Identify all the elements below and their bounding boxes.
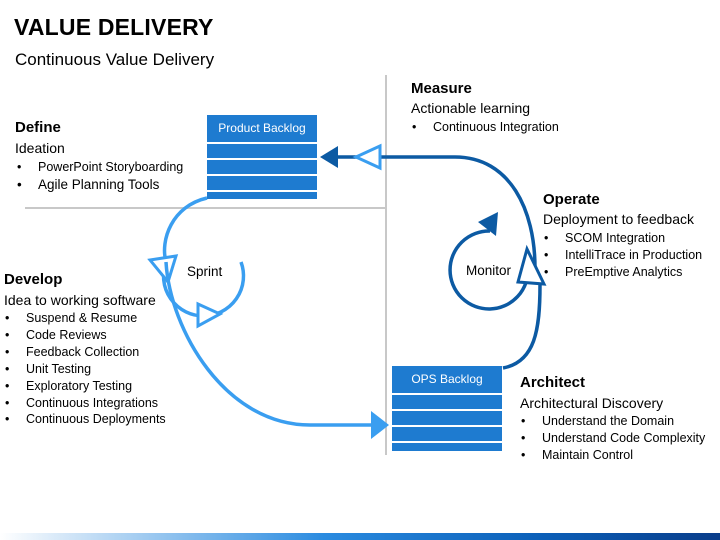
measure-arrow-icon (352, 143, 382, 171)
monitor-arrow-icon (516, 244, 547, 286)
monitor-loop (448, 229, 530, 311)
list-item: Code Reviews (4, 327, 166, 344)
monitor-label: Monitor (466, 263, 512, 278)
ops-to-monitor-line (502, 284, 542, 370)
list-item: Suspend & Resume (4, 310, 166, 327)
backlog-row-divider (392, 393, 502, 395)
backlog-row-divider (392, 425, 502, 427)
product-backlog: Product Backlog (207, 115, 317, 199)
list-item: Maintain Control (520, 447, 705, 464)
sprint-loop-arrow-icon (196, 301, 224, 329)
backlog-to-sprint-line (162, 196, 208, 263)
operate-list: SCOM Integration IntelliTrace in Product… (543, 230, 702, 281)
sprint-arrow-icon (147, 254, 179, 286)
list-item: SCOM Integration (543, 230, 702, 247)
ops-backlog-label: OPS Backlog (411, 372, 483, 386)
list-item: PowerPoint Storyboarding (16, 158, 183, 176)
measure-title: Measure (411, 80, 472, 97)
develop-to-ops-line (164, 261, 373, 427)
list-item: PreEmptive Analytics (543, 264, 702, 281)
define-list: PowerPoint Storyboarding Agile Planning … (16, 158, 183, 194)
architect-list: Understand the Domain Understand Code Co… (520, 413, 705, 464)
product-backlog-label: Product Backlog (218, 121, 306, 135)
monitor-loop-arrow-icon (478, 212, 498, 236)
list-item: Feedback Collection (4, 344, 166, 361)
backlog-row-divider (392, 441, 502, 443)
develop-subtitle: Idea to working software (4, 292, 156, 308)
ops-backlog: OPS Backlog (392, 366, 502, 451)
backlog-row-divider (207, 158, 317, 160)
list-item: Agile Planning Tools (16, 176, 183, 194)
sprint-label: Sprint (187, 264, 223, 279)
feedback-flow-line (386, 155, 537, 269)
list-item: Understand Code Complexity (520, 430, 705, 447)
list-item: Continuous Integrations (4, 395, 166, 412)
backlog-row-divider (392, 409, 502, 411)
architect-title: Architect (520, 374, 586, 391)
arrow-into-product-backlog-icon (320, 146, 338, 168)
arrow-into-ops-backlog-icon (371, 411, 389, 439)
develop-title: Develop (4, 271, 63, 288)
list-item: Exploratory Testing (4, 378, 166, 395)
backlog-row-divider (207, 174, 317, 176)
list-item: Understand the Domain (520, 413, 705, 430)
list-item: Continuous Integration (411, 119, 559, 136)
measure-subtitle: Actionable learning (411, 100, 531, 116)
develop-list: Suspend & Resume Code Reviews Feedback C… (4, 310, 166, 428)
backlog-row-divider (207, 190, 317, 192)
backlog-row-divider (207, 142, 317, 144)
page-subtitle: Continuous Value Delivery (15, 50, 215, 69)
define-subtitle: Ideation (15, 140, 65, 156)
measure-list: Continuous Integration (411, 119, 559, 136)
list-item: IntelliTrace in Production (543, 247, 702, 264)
bottom-accent-strip (0, 533, 720, 540)
list-item: Continuous Deployments (4, 411, 166, 428)
operate-subtitle: Deployment to feedback (543, 211, 694, 227)
page-title: VALUE DELIVERY (14, 14, 214, 40)
list-item: Unit Testing (4, 361, 166, 378)
operate-title: Operate (543, 191, 600, 208)
architect-subtitle: Architectural Discovery (520, 395, 664, 411)
define-title: Define (15, 119, 61, 136)
